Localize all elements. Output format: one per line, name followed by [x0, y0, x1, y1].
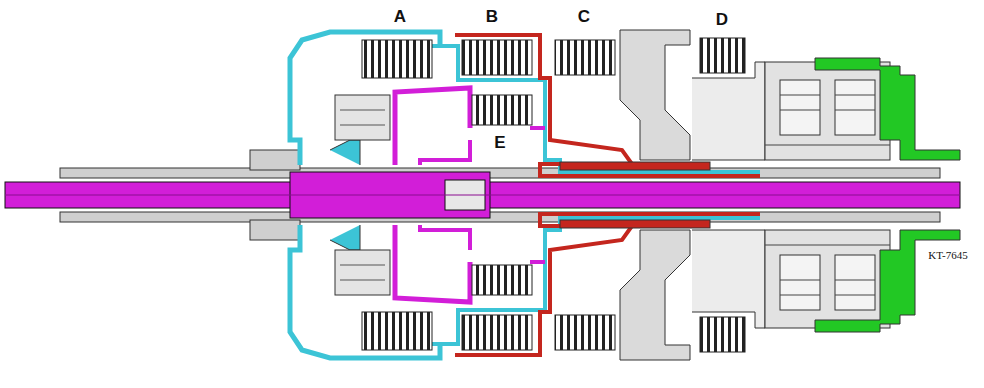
part-letter: E	[492, 134, 507, 153]
part-letter: A	[392, 8, 408, 27]
figure-code: KT-7645	[926, 249, 969, 261]
part-letter: D	[714, 11, 730, 30]
part-letter: B	[484, 8, 500, 27]
part-letter: C	[576, 8, 592, 27]
